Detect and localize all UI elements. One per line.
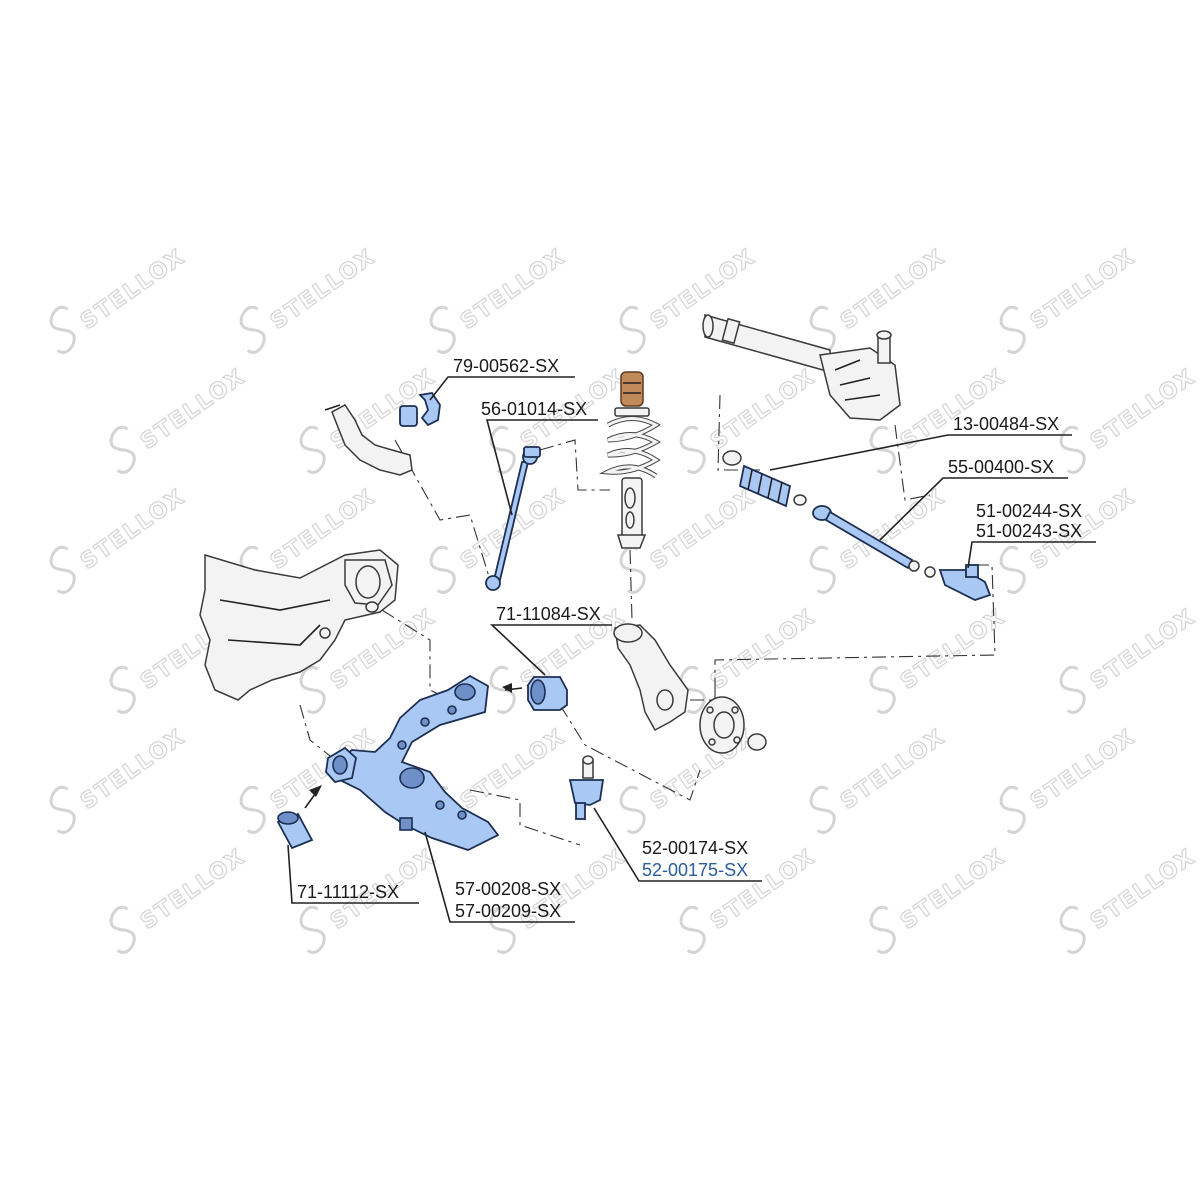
watermark-text: STELLOX bbox=[266, 244, 380, 334]
watermark-logo: STELLOX bbox=[1059, 844, 1200, 954]
assembly-lines bbox=[299, 394, 996, 846]
watermark-logo: STELLOX bbox=[1059, 364, 1200, 474]
arm-bushing-front bbox=[502, 676, 568, 711]
label-arm-bushing-rear: 71-11112-SX bbox=[297, 882, 399, 902]
watermark-logo: STELLOX bbox=[109, 844, 251, 954]
label-control-arm-1: 57-00208-SX bbox=[455, 879, 561, 899]
callouts: 79-00562-SX 56-01014-SX 13-00484-SX 55-0… bbox=[287, 356, 1096, 923]
tie-rod bbox=[812, 505, 936, 578]
watermark-text: STELLOX bbox=[1086, 604, 1200, 694]
watermark-logo: STELLOX bbox=[999, 244, 1141, 354]
watermark-text: STELLOX bbox=[76, 244, 190, 334]
watermark-text: STELLOX bbox=[646, 484, 760, 574]
watermark-text: STELLOX bbox=[1086, 844, 1200, 934]
stabilizer-bushing bbox=[399, 392, 441, 427]
subframe bbox=[199, 549, 399, 701]
watermark-text: STELLOX bbox=[706, 364, 820, 454]
watermark-text: STELLOX bbox=[456, 724, 570, 814]
watermark-text: STELLOX bbox=[836, 244, 950, 334]
watermark-text: STELLOX bbox=[1086, 364, 1200, 454]
label-tie-rod-end-1: 51-00244-SX bbox=[976, 501, 1082, 521]
control-arm bbox=[325, 674, 500, 851]
watermark-logo: STELLOX bbox=[809, 244, 951, 354]
tie-rod-end bbox=[938, 564, 992, 601]
watermark-logo: STELLOX bbox=[239, 244, 381, 354]
stabilizer-bar bbox=[324, 404, 413, 476]
watermark-text: STELLOX bbox=[456, 244, 570, 334]
label-ball-joint-1: 52-00174-SX bbox=[642, 838, 748, 858]
rack-boot bbox=[722, 450, 807, 508]
steering-knuckle bbox=[613, 623, 689, 732]
watermark-text: STELLOX bbox=[1026, 724, 1140, 814]
stabilizer-link bbox=[485, 446, 541, 591]
watermark-text: STELLOX bbox=[76, 484, 190, 574]
watermark-logo: STELLOX bbox=[869, 844, 1011, 954]
ball-joint bbox=[568, 755, 605, 820]
watermark-logo: STELLOX bbox=[429, 244, 571, 354]
watermark-logo: STELLOX bbox=[679, 364, 821, 474]
watermark-text: STELLOX bbox=[896, 604, 1010, 694]
watermark-logo: STELLOX bbox=[109, 364, 251, 474]
label-control-arm-2: 57-00209-SX bbox=[455, 901, 561, 921]
watermark-text: STELLOX bbox=[76, 724, 190, 814]
watermark-text: STELLOX bbox=[836, 724, 950, 814]
label-tie-rod: 55-00400-SX bbox=[948, 457, 1054, 477]
watermark-logo: STELLOX bbox=[1059, 604, 1200, 714]
steering-rack bbox=[702, 314, 901, 421]
watermark-logo: STELLOX bbox=[49, 244, 191, 354]
watermark-logo: STELLOX bbox=[49, 484, 191, 594]
label-ball-joint-2: 52-00175-SX bbox=[642, 860, 748, 880]
watermark-logo: STELLOX bbox=[869, 604, 1011, 714]
watermark-logo: STELLOX bbox=[999, 724, 1141, 834]
strut-assembly bbox=[598, 371, 661, 549]
watermark-text: STELLOX bbox=[136, 844, 250, 934]
label-arm-bushing-front: 71-11084-SX bbox=[496, 604, 601, 624]
watermark-logo: STELLOX bbox=[809, 724, 951, 834]
watermark-logo: STELLOX bbox=[49, 724, 191, 834]
watermark-text: STELLOX bbox=[706, 604, 820, 694]
label-rack-boot: 13-00484-SX bbox=[953, 414, 1059, 434]
wheel-hub bbox=[699, 696, 767, 754]
watermark-logo: STELLOX bbox=[679, 604, 821, 714]
watermark-text: STELLOX bbox=[136, 364, 250, 454]
label-stab-bushing: 79-00562-SX bbox=[453, 356, 559, 376]
watermark-text: STELLOX bbox=[896, 844, 1010, 934]
label-stab-link: 56-01014-SX bbox=[481, 399, 587, 419]
arm-bushing-rear bbox=[276, 785, 322, 850]
watermark-text: STELLOX bbox=[1026, 244, 1140, 334]
label-tie-rod-end-2: 51-00243-SX bbox=[976, 521, 1082, 541]
